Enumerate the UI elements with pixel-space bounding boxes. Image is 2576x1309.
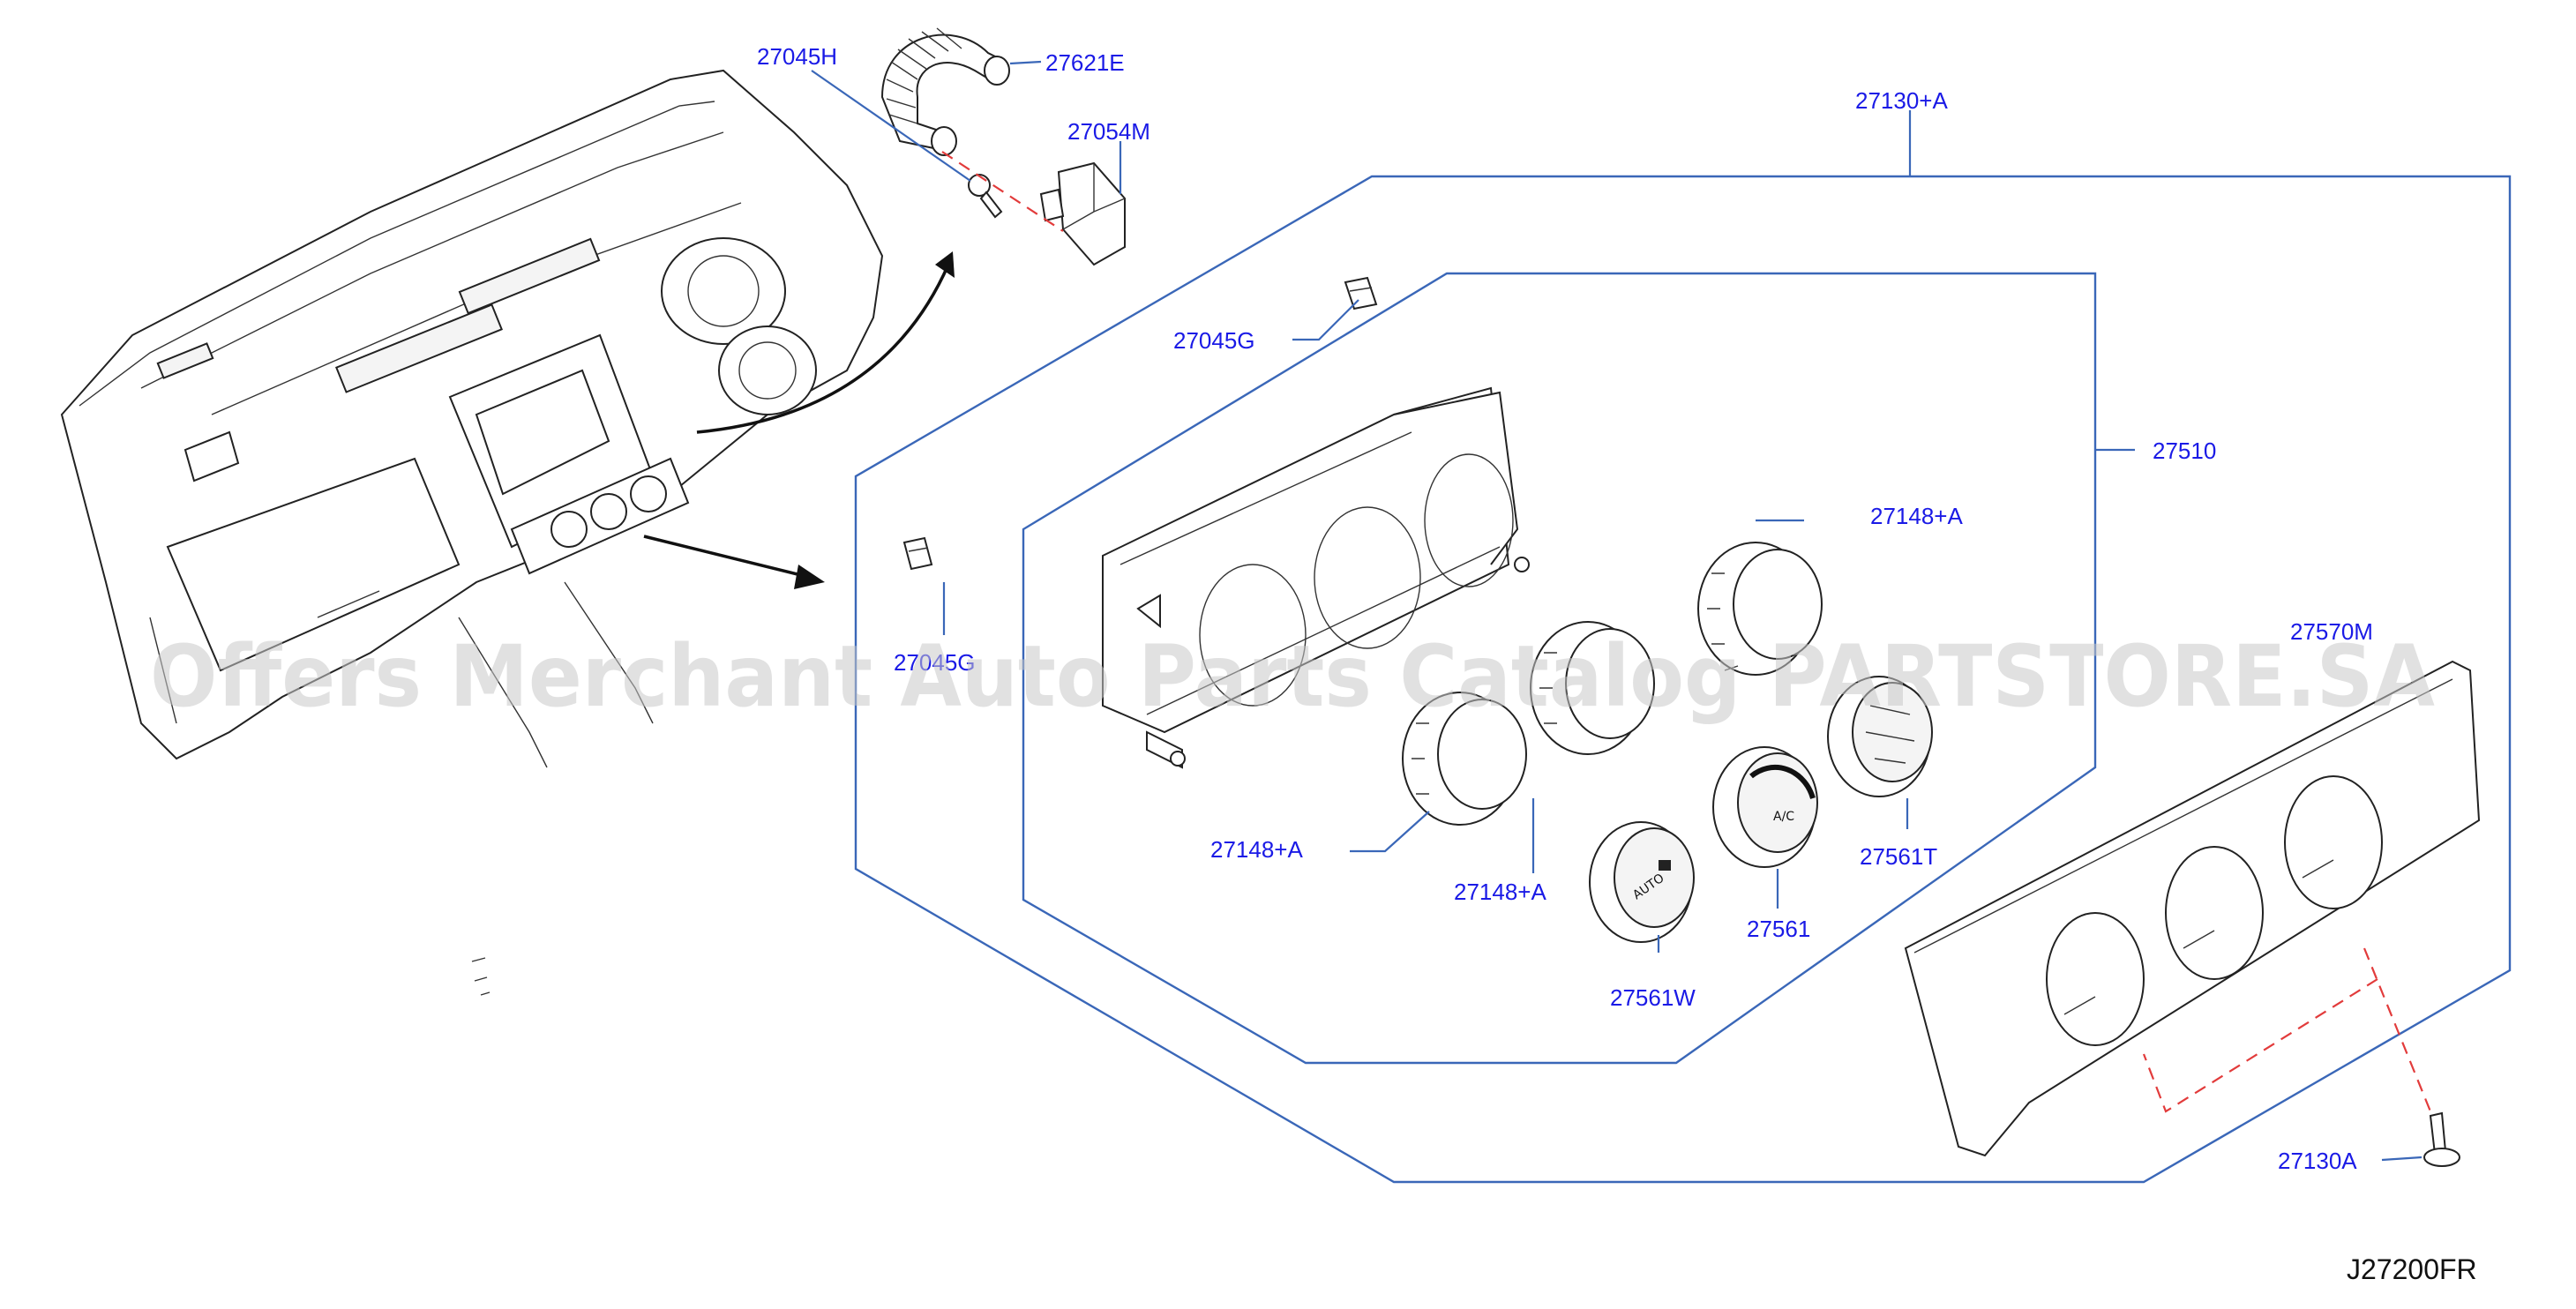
screw-27045H	[968, 174, 1003, 219]
label-27148-plus-A-left: 27148+A	[1210, 836, 1303, 863]
label-27561T: 27561T	[1860, 843, 1937, 870]
duct-guide-line	[941, 151, 1064, 232]
finisher-panel	[1904, 660, 2481, 1157]
bolt-27130A	[2423, 1111, 2460, 1167]
label-27561W: 27561W	[1610, 984, 1696, 1011]
label-27130-plus-A: 27130+A	[1855, 87, 1948, 114]
finisher-guide-line	[2142, 947, 2432, 1113]
diagram-code: J27200FR	[2347, 1253, 2477, 1285]
label-27561: 27561	[1747, 916, 1810, 942]
knob-27561W: AUTO	[1589, 821, 1695, 943]
ambient-sensor	[1039, 161, 1126, 266]
part-labels: 27045H 27621E 27054M 27130+A 27045G 2704…	[757, 43, 2373, 1174]
label-27148-plus-A-right: 27148+A	[1870, 503, 1963, 529]
clip-27045G-left	[902, 536, 933, 571]
label-27570M: 27570M	[2290, 618, 2373, 645]
watermark-text: Offers Merchant Auto Parts Catalog PARTS…	[150, 627, 2435, 726]
knob-ring-right	[1697, 542, 1823, 676]
leader-lines	[811, 60, 2422, 1162]
label-27148-plus-A-bottom: 27148+A	[1454, 879, 1546, 905]
label-27054M: 27054M	[1067, 118, 1150, 145]
label-27510: 27510	[2153, 438, 2216, 464]
label-27045G-top: 27045G	[1173, 327, 1255, 354]
knob-ac-text: A/C	[1773, 810, 1794, 824]
knob-ring-left	[1402, 692, 1527, 826]
label-27621E: 27621E	[1045, 49, 1125, 76]
callout-arrows	[643, 251, 955, 589]
assembly-frame-inner	[1022, 272, 2097, 1065]
label-27045H: 27045H	[757, 43, 837, 70]
knob-27561T	[1827, 676, 1933, 797]
control-housing	[1102, 386, 1530, 769]
dashboard-illustration	[60, 69, 884, 996]
label-27130A: 27130A	[2278, 1148, 2357, 1174]
label-27045G-left: 27045G	[894, 649, 976, 676]
assembly-frame-outer	[854, 175, 2512, 1184]
knob-ring-middle	[1530, 621, 1655, 755]
knob-27561: A/C	[1712, 746, 1818, 868]
clip-27045G-top	[1344, 276, 1378, 310]
aspirator-duct	[880, 27, 1010, 156]
